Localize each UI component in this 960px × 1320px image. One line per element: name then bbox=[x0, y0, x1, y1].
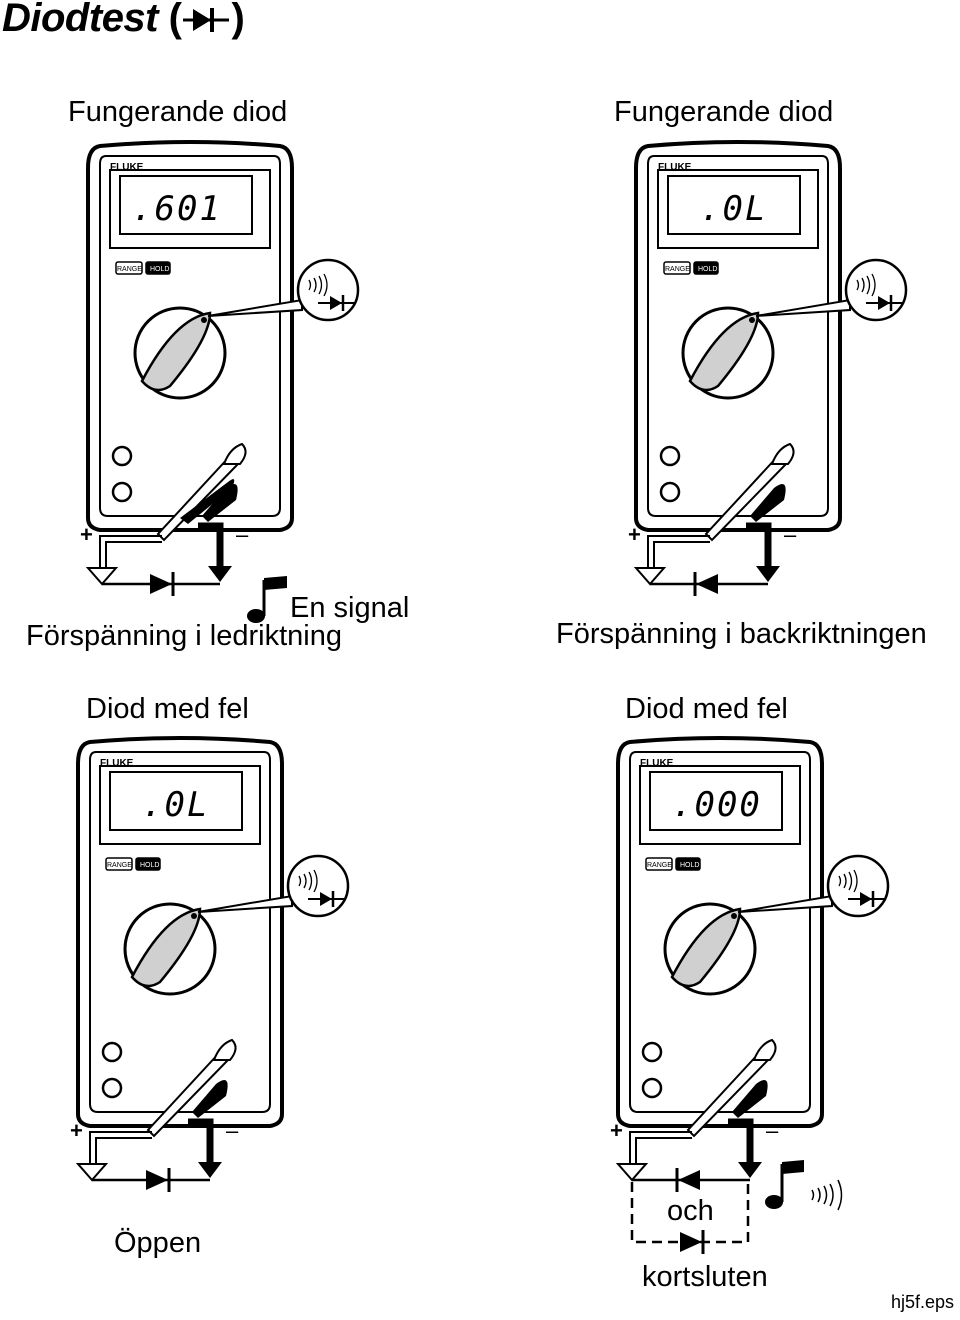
title-paren-open: ( bbox=[168, 0, 182, 40]
meter-panel-1: FLUKE .601 RANGE HOLD + – bbox=[80, 140, 360, 596]
music-note-icon bbox=[765, 1160, 843, 1211]
diode-symbol-icon bbox=[680, 1232, 702, 1252]
panel1-heading: Fungerande diod bbox=[68, 96, 288, 128]
diode-symbol-icon bbox=[866, 295, 904, 311]
hold-button-label[interactable]: HOLD bbox=[140, 862, 159, 869]
brand-logo: FLUKE bbox=[110, 162, 144, 173]
panel3-caption: Öppen bbox=[114, 1227, 202, 1259]
beeper-sound-icon bbox=[811, 1179, 843, 1211]
hold-button-label[interactable]: HOLD bbox=[698, 266, 717, 273]
beeper-sound-icon bbox=[838, 869, 858, 893]
brand-logo: FLUKE bbox=[658, 162, 692, 173]
brand-logo: FLUKE bbox=[640, 758, 674, 769]
panel1-signal-label: En signal bbox=[290, 592, 410, 624]
lcd-display: .601 bbox=[132, 189, 222, 229]
plus-terminal-label: + bbox=[80, 522, 93, 547]
page-title: Diodtest () bbox=[2, 0, 245, 41]
file-reference: hj5f.eps bbox=[890, 1292, 954, 1312]
brand-logo: FLUKE bbox=[100, 758, 134, 769]
plus-terminal-label: + bbox=[628, 522, 641, 547]
range-button-label[interactable]: RANGE bbox=[117, 266, 142, 273]
panel1-caption: Förspänning i ledriktning bbox=[26, 620, 342, 652]
meter-panel-2: FLUKE .0L RANGE HOLD + – bbox=[628, 140, 908, 596]
title-paren-close: ) bbox=[231, 0, 245, 40]
music-note-icon bbox=[247, 576, 287, 623]
title-text: Diodtest bbox=[2, 0, 159, 40]
plus-terminal-label: + bbox=[70, 1118, 83, 1143]
meter-panel-3: FLUKE .0L RANGE HOLD + – bbox=[70, 736, 350, 1192]
minus-terminal-label: – bbox=[226, 1118, 239, 1143]
diode-symbol-icon bbox=[183, 8, 230, 33]
meter-panel-4: FLUKE .000 RANGE HOLD + – bbox=[610, 736, 890, 1192]
lcd-display: .000 bbox=[672, 785, 762, 825]
panel4-heading: Diod med fel bbox=[625, 693, 788, 725]
minus-terminal-label: – bbox=[236, 522, 249, 547]
plus-terminal-label: + bbox=[610, 1118, 623, 1143]
diode-symbol-icon bbox=[318, 295, 356, 311]
range-button-label[interactable]: RANGE bbox=[107, 862, 132, 869]
minus-terminal-label: – bbox=[784, 522, 797, 547]
diode-symbol-icon bbox=[308, 891, 346, 907]
diode-symbol-icon bbox=[848, 891, 886, 907]
hold-button-label[interactable]: HOLD bbox=[150, 266, 169, 273]
lcd-display: .0L bbox=[700, 189, 767, 229]
panel3-heading: Diod med fel bbox=[86, 693, 249, 725]
panel2-heading: Fungerande diod bbox=[614, 96, 834, 128]
panel2-caption: Förspänning i backriktningen bbox=[556, 618, 927, 650]
beeper-sound-icon bbox=[856, 273, 876, 297]
beeper-sound-icon bbox=[308, 273, 328, 297]
beeper-sound-icon bbox=[298, 869, 318, 893]
minus-terminal-label: – bbox=[766, 1118, 779, 1143]
panel4-caption: kortsluten bbox=[642, 1261, 768, 1293]
short-circuit-path bbox=[630, 1182, 750, 1254]
range-button-label[interactable]: RANGE bbox=[665, 266, 690, 273]
panel4-caption-och: och bbox=[667, 1195, 714, 1227]
range-button-label[interactable]: RANGE bbox=[647, 862, 672, 869]
lcd-display: .0L bbox=[142, 785, 209, 825]
hold-button-label[interactable]: HOLD bbox=[680, 862, 699, 869]
